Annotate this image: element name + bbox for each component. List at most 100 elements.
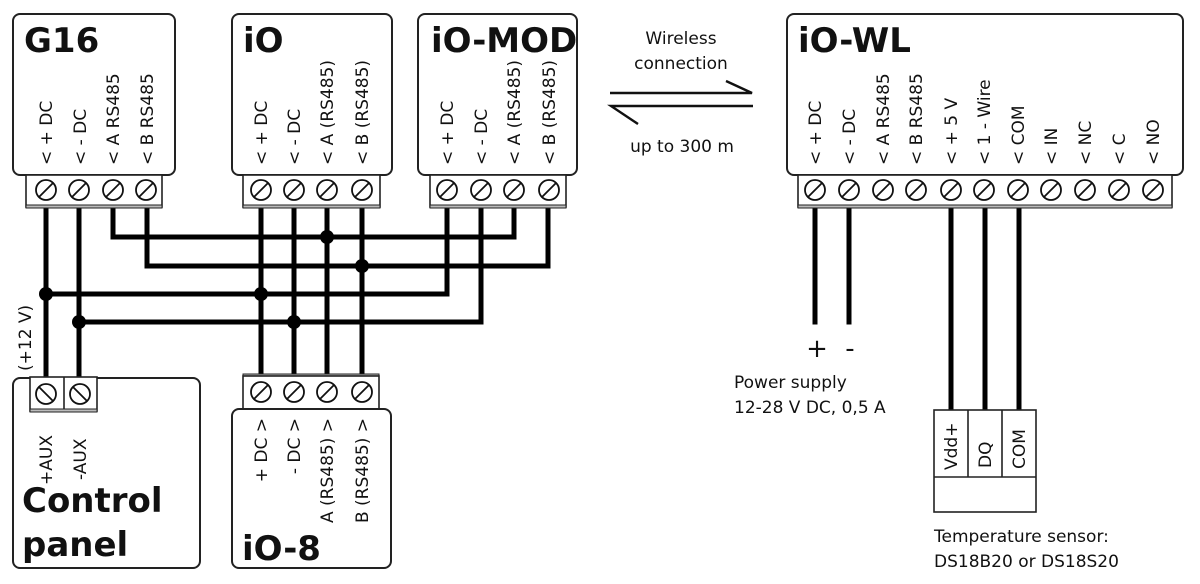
terminal-label: < A RS485: [104, 73, 124, 165]
screw-icon: [283, 381, 305, 403]
terminal-label: -AUX: [71, 438, 91, 480]
minus-sign: -: [845, 334, 854, 364]
screw-icon: [68, 179, 90, 201]
screw-terminals: [35, 179, 1164, 405]
junction-dot: [72, 315, 86, 329]
terminal-label: < 1 - Wire: [975, 79, 995, 165]
terminal-label: B (RS485) >: [353, 418, 373, 523]
terminal-labels: < + DC < - DC < A RS485 < B RS485: [37, 73, 158, 165]
screw-icon: [872, 179, 894, 201]
terminal-label: +AUX: [37, 435, 57, 485]
terminal-label: < - DC: [472, 109, 492, 165]
wireless-link: Wireless connection up to 300 m: [607, 29, 753, 157]
module-iowl: iO-WL < + DC< - DC< A RS485< B RS485< + …: [786, 13, 1184, 209]
screw-icon: [1142, 179, 1164, 201]
junction-dot: [39, 287, 53, 301]
plus-sign: +: [806, 334, 828, 364]
module-body: [12, 377, 201, 569]
terminal-label: < + 5 V: [942, 97, 962, 165]
terminal-label: < + DC: [37, 101, 57, 165]
sensor-pin-label: COM: [1010, 429, 1030, 469]
screw-icon: [351, 179, 373, 201]
terminal-label: < A RS485: [874, 73, 894, 165]
terminal-label: + DC >: [252, 418, 272, 482]
terminal-label: < A (RS485): [318, 60, 338, 165]
screw-icon: [69, 383, 91, 405]
module-body: [231, 408, 392, 569]
terminal-labels: < + DC < - DC < A (RS485) < B (RS485): [438, 60, 560, 165]
screw-icon: [470, 179, 492, 201]
terminal-label: < C: [1110, 133, 1130, 165]
screw-icon: [1040, 179, 1062, 201]
sensor-label-2: DS18B20 or DS18S20: [934, 552, 1119, 572]
terminal-label: < NC: [1076, 121, 1096, 165]
terminal-label: < A (RS485): [505, 60, 525, 165]
screw-icon: [838, 179, 860, 201]
wire-bus-plus-dc: [43, 205, 450, 297]
screw-icon: [905, 179, 927, 201]
screw-icon: [804, 179, 826, 201]
module-iomod: iO-MOD < + DC < - DC < A (RS485) < B (RS…: [417, 13, 578, 209]
power-supply-label-1: Power supply: [734, 373, 847, 393]
module-io8: + DC > - DC > A (RS485) > B (RS485) > iO…: [231, 373, 392, 569]
screw-icon: [316, 381, 338, 403]
terminal-label: < B RS485: [138, 73, 158, 165]
module-control-panel: +AUX -AUX Control panel (+12 V): [12, 305, 201, 569]
module-title: iO-MOD: [431, 21, 577, 61]
wire-bus-b: [144, 205, 551, 269]
junctions: [39, 230, 369, 329]
terminal-labels: < + DC< - DC< A RS485< B RS485< + 5 V< 1…: [806, 73, 1164, 165]
sensor-label-1: Temperature sensor:: [933, 527, 1109, 547]
screw-icon: [351, 381, 373, 403]
wire-bus-a: [110, 205, 444, 240]
module-title: G16: [24, 21, 99, 61]
terminal-label: < B (RS485): [353, 60, 373, 165]
terminal-label: < NO: [1144, 119, 1164, 165]
screw-icon: [250, 179, 272, 201]
screw-icon: [135, 179, 157, 201]
junction-dot: [287, 315, 301, 329]
power-supply: + - Power supply 12-28 V DC, 0,5 A: [734, 334, 886, 418]
terminal-label: A (RS485) >: [318, 418, 338, 523]
screw-icon: [503, 179, 525, 201]
temperature-sensor: Vdd+ DQ COM Temperature sensor: DS18B20 …: [933, 409, 1119, 572]
sensor-body: [933, 409, 1037, 513]
terminal-label: < + DC: [252, 101, 272, 165]
screw-icon: [1074, 179, 1096, 201]
voltage-label: (+12 V): [16, 305, 36, 371]
screw-icon: [1007, 179, 1029, 201]
terminal-labels: + DC > - DC > A (RS485) > B (RS485) >: [252, 418, 373, 523]
terminal-label: < - DC: [840, 109, 860, 165]
sensor-pin-label: Vdd+: [942, 423, 962, 470]
screw-icon: [973, 179, 995, 201]
screw-icon: [538, 179, 560, 201]
junction-dot: [254, 287, 268, 301]
terminal-label: < IN: [1042, 128, 1062, 165]
terminal-label: - DC >: [285, 418, 305, 474]
module-title-line-1: Control: [22, 481, 163, 521]
wireless-label-1: Wireless: [645, 29, 716, 49]
module-title: iO: [243, 21, 284, 61]
power-supply-label-2: 12-28 V DC, 0,5 A: [734, 398, 886, 418]
screw-icon: [102, 179, 124, 201]
wireless-label-2: connection: [634, 54, 728, 74]
terminal-label: < B (RS485): [540, 60, 560, 165]
terminal-label: < - DC: [285, 109, 305, 165]
module-title: iO-WL: [798, 21, 911, 61]
terminal-label: < + DC: [438, 101, 458, 165]
module-io: iO < + DC < - DC < A (RS485) < B (RS485): [231, 13, 393, 209]
screw-icon: [436, 179, 458, 201]
terminal-label: < - DC: [71, 109, 91, 165]
junction-dot: [355, 259, 369, 273]
module-title: iO-8: [242, 529, 321, 569]
wire-bus-minus-dc: [76, 205, 484, 325]
screw-icon: [283, 179, 305, 201]
junction-dot: [320, 230, 334, 244]
terminal-label: < COM: [1009, 105, 1029, 165]
screw-icon: [250, 381, 272, 403]
screw-icon: [316, 179, 338, 201]
screw-icon: [35, 179, 57, 201]
sensor-pin-label: DQ: [976, 442, 996, 468]
screw-icon: [940, 179, 962, 201]
